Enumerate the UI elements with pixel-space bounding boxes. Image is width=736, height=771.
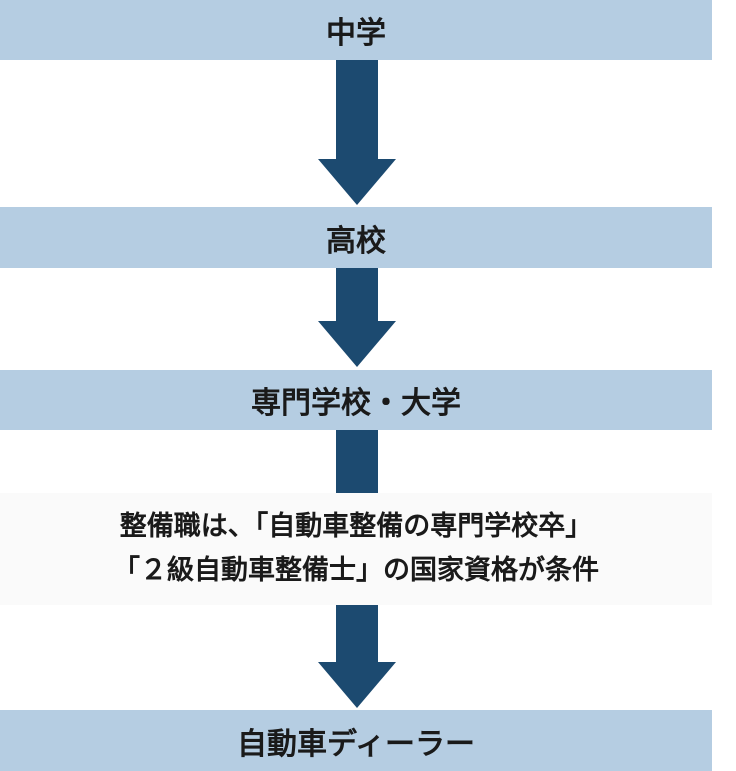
arrow-down-icon xyxy=(318,159,396,205)
step-label: 高校 xyxy=(326,223,386,259)
step-label: 専門学校・大学 xyxy=(251,386,461,421)
step-car-dealer: 自動車ディーラー xyxy=(0,710,712,771)
note-line: 整備職は、「自動車整備の専門学校卒」 xyxy=(119,511,593,542)
arrow-shaft xyxy=(336,60,378,160)
step-junior-high: 中学 xyxy=(0,0,712,60)
connector-shaft xyxy=(336,430,378,493)
arrow-down-icon xyxy=(318,321,396,367)
step-label: 中学 xyxy=(326,16,386,51)
arrow-down-icon xyxy=(318,662,396,708)
arrow-shaft xyxy=(336,605,378,663)
step-high-school: 高校 xyxy=(0,207,712,268)
arrow-shaft xyxy=(336,268,378,322)
note-line: 「２級自動車整備士」の国家資格が条件 xyxy=(113,555,599,586)
requirement-note: 整備職は、「自動車整備の専門学校卒」 「２級自動車整備士」の国家資格が条件 xyxy=(0,493,712,605)
step-college: 専門学校・大学 xyxy=(0,370,712,430)
step-label: 自動車ディーラー xyxy=(237,726,475,762)
